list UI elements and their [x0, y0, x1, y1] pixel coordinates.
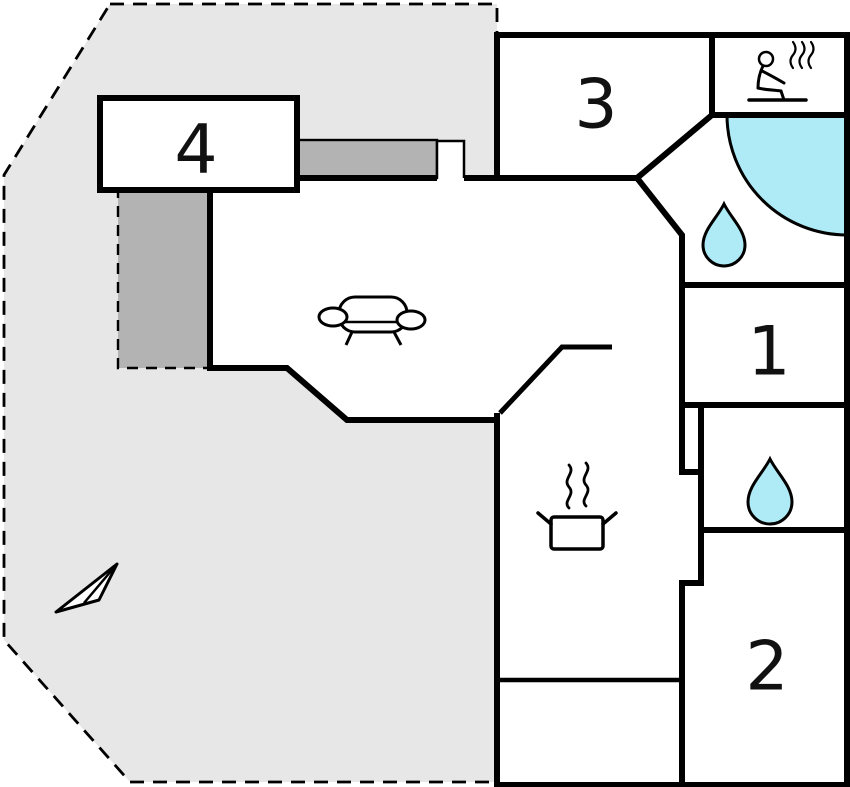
steam-line — [582, 461, 590, 508]
room-2-label: 2 — [745, 628, 788, 707]
north-arrow-fold-line — [83, 563, 118, 604]
building-outline-wall — [494, 32, 850, 787]
pot-body — [549, 515, 605, 551]
sofa-leg-right — [392, 331, 403, 346]
sofa-armrest-right — [395, 309, 427, 331]
walls — [97, 32, 850, 787]
room-3-label: 3 — [574, 66, 617, 145]
steam-line — [789, 40, 797, 70]
north-arrow-body — [54, 562, 119, 614]
room-4-floor — [100, 98, 297, 190]
room-4-wall — [97, 95, 300, 193]
steam-line — [565, 463, 573, 510]
steam-line — [807, 40, 815, 70]
sauna-person-arm — [760, 69, 786, 85]
sauna-person-torso — [756, 64, 765, 90]
wall-notch — [435, 139, 466, 178]
cooking-pot-icon — [536, 461, 618, 551]
hall-east-wall — [634, 176, 701, 475]
sofa-body — [337, 295, 409, 334]
room-4-label: 4 — [174, 111, 217, 190]
sauna-person-leg — [756, 86, 786, 102]
room-2-left-wall-upper — [679, 530, 704, 680]
terrace-feature-block — [116, 188, 212, 370]
pot-handle-left — [536, 511, 553, 526]
water-drops — [701, 200, 794, 526]
wall-feature-strip — [295, 138, 439, 180]
water-drop-icon — [746, 455, 794, 526]
pot-handle-right — [601, 511, 618, 526]
sauna-person-head — [757, 50, 775, 68]
kitchen-entry-wall — [498, 344, 612, 415]
corner-bathtub-icon — [725, 113, 849, 237]
sofa-armrest-left — [317, 306, 349, 328]
sofa-leg-left — [344, 331, 354, 346]
sofa-icon — [317, 295, 427, 346]
room-1-label: 1 — [747, 313, 790, 392]
sauna-steam-icon — [747, 40, 815, 102]
water-drop-icon — [701, 200, 747, 268]
steam-line — [798, 40, 806, 70]
living-room-wall — [207, 190, 500, 423]
north-arrow-icon — [54, 562, 119, 614]
